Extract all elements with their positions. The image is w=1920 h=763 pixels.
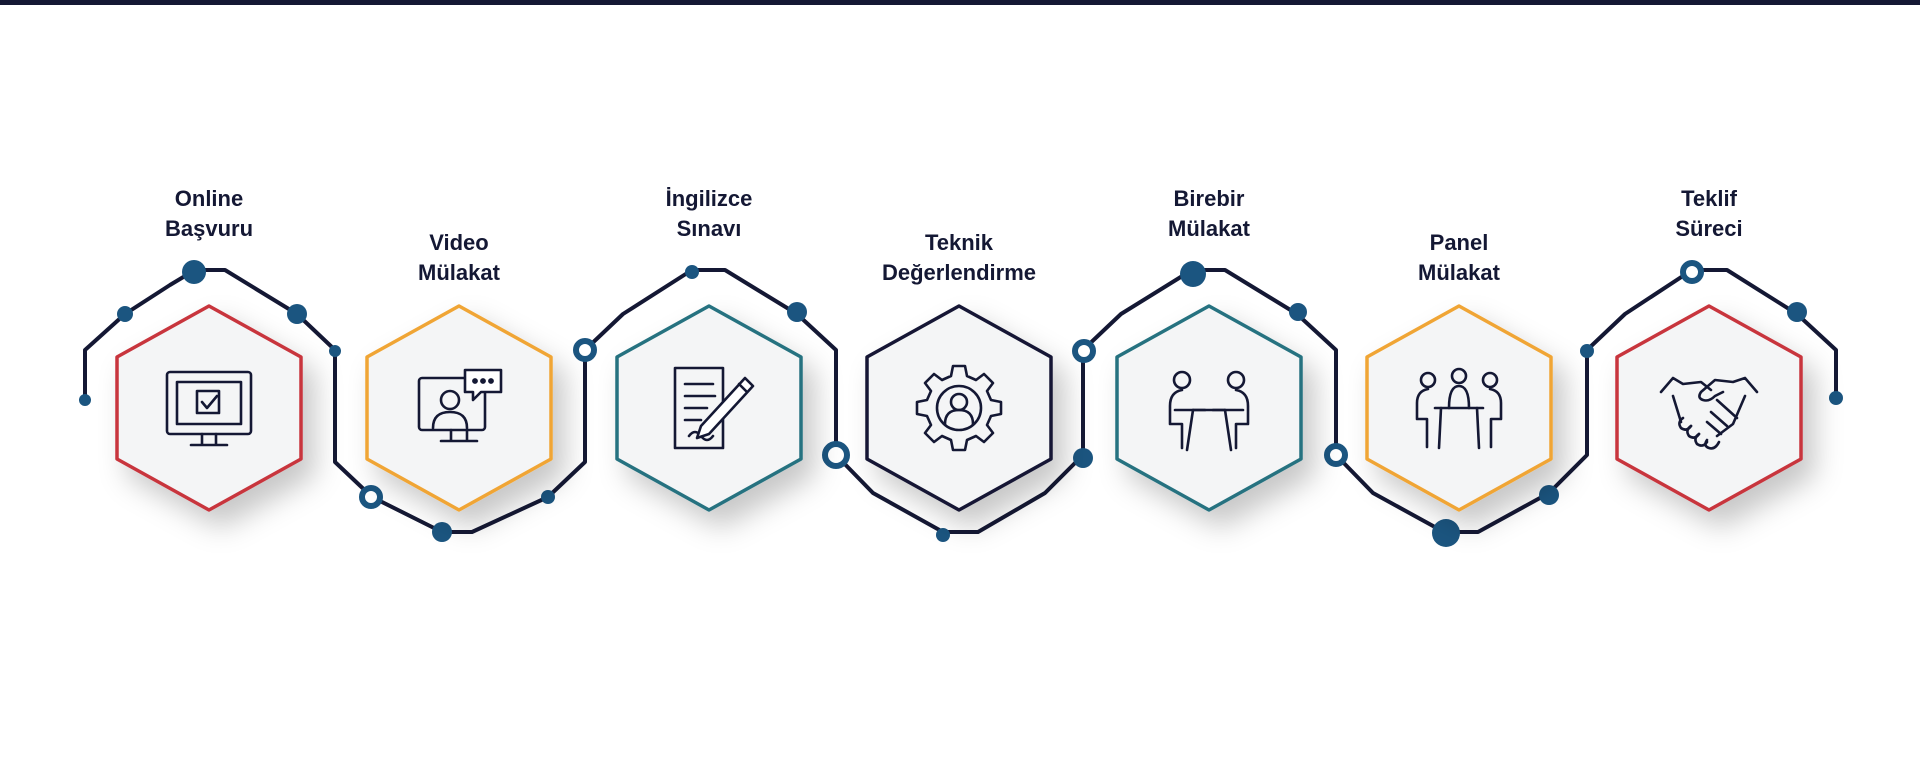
step-label-line2: Mülakat: [1168, 216, 1250, 241]
path-dot: [117, 306, 133, 322]
step-hexagon: [865, 304, 1053, 512]
path-dot: [1539, 485, 1559, 505]
step-label-line2: Süreci: [1675, 216, 1743, 241]
path-dot: [1432, 519, 1460, 547]
path-dot: [432, 522, 452, 542]
one-on-one-meeting-icon: [1168, 370, 1250, 452]
step-label-line1: Birebir: [1173, 186, 1245, 211]
path-ring: [359, 485, 383, 509]
step-label-line2: Mülakat: [1418, 260, 1500, 285]
step-hexagon: [365, 304, 553, 512]
step-label-line1: Panel: [1429, 230, 1489, 255]
step-node: [115, 304, 303, 512]
path-dot: [1787, 302, 1807, 322]
path-dot: [79, 394, 91, 406]
gear-person-icon: [915, 364, 1003, 452]
step-node: [1365, 304, 1553, 512]
monitor-check-icon: [165, 370, 253, 447]
step-node: [615, 304, 803, 512]
step-label-line1: Teknik: [924, 230, 994, 255]
step-label-line1: Video: [429, 230, 489, 255]
step-label-line2: Sınavı: [676, 216, 742, 241]
path-dot: [182, 260, 206, 284]
path-ring: [1072, 339, 1096, 363]
path-dot: [1180, 261, 1206, 287]
step-label-line2: Mülakat: [418, 260, 500, 285]
path-ring: [573, 338, 597, 362]
path-dot: [329, 345, 341, 357]
step-hexagon: [115, 304, 303, 512]
step-hexagon: [615, 304, 803, 512]
handshake-icon: [1659, 376, 1759, 450]
path-dot: [1073, 448, 1093, 468]
connector-rings: [359, 260, 1704, 509]
connector-dots: [79, 260, 1843, 547]
step-hexagon: [1115, 304, 1303, 512]
step-label-line2: Değerlendirme: [881, 260, 1037, 285]
step-node: [865, 304, 1053, 512]
path-dot: [787, 302, 807, 322]
path-dot: [1580, 344, 1594, 358]
step-node: [365, 304, 553, 512]
path-dot: [936, 528, 950, 542]
path-ring: [822, 441, 850, 469]
step-node: [1115, 304, 1303, 512]
video-call-icon: [417, 368, 503, 443]
step-label-line1: Online: [174, 186, 244, 211]
step-label-line2: Başvuru: [164, 216, 254, 241]
panel-meeting-icon: [1415, 367, 1503, 450]
hexagon-layer: [115, 304, 1803, 512]
path-dot: [1829, 391, 1843, 405]
document-pen-icon: [673, 366, 755, 450]
path-ring: [1324, 443, 1348, 467]
step-label-line1: İngilizce: [665, 186, 753, 211]
path-dot: [287, 304, 307, 324]
path-dot: [541, 490, 555, 504]
path-ring: [1680, 260, 1704, 284]
step-hexagon: [1615, 304, 1803, 512]
path-dot: [1289, 303, 1307, 321]
step-node: [1615, 304, 1803, 512]
step-label-line1: Teklif: [1681, 186, 1737, 211]
path-dot: [685, 265, 699, 279]
top-bar: [0, 0, 1920, 5]
